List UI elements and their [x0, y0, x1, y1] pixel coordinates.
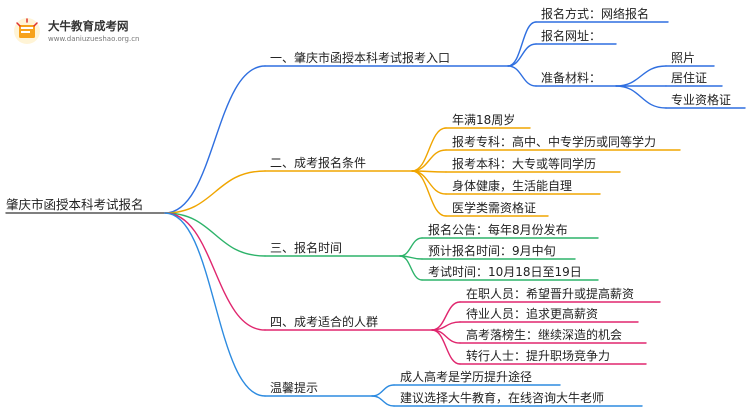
branch-2-item-5-connector — [411, 170, 447, 217]
branch-4-item-2: 待业人员：追求更高薪资 — [466, 307, 599, 321]
branch-1-item-2: 报名网址： — [541, 29, 602, 43]
branch-4-item-4-connector — [431, 329, 461, 365]
branch-5-item-2-connector — [371, 395, 395, 407]
logo: 大牛教育成考网 www.daniuzueshao.org.cn — [12, 15, 162, 51]
branch-2-item-4: 身体健康，生活能自理 — [452, 179, 573, 193]
root-topic: 肇庆市函授本科考试报名 — [6, 197, 144, 212]
branch-2-label: 二、成考报名条件 — [270, 156, 367, 170]
branch-4-item-1: 在职人员：希望晋升或提高薪资 — [466, 287, 635, 301]
branch-1-material-1-connector — [615, 65, 667, 87]
branch-3-label: 三、报名时间 — [270, 241, 343, 255]
branch-5-label: 温馨提示 — [270, 381, 319, 395]
branch-3-item-3-connector — [399, 255, 423, 281]
branch-1-material-3: 专业资格证 — [671, 93, 732, 107]
branch-5-item-2: 建议选择大牛教育，在线咨询大牛老师 — [400, 391, 605, 405]
branch-1-material-2: 居住证 — [671, 71, 708, 85]
branch-4-label: 四、成考适合的人群 — [270, 315, 379, 329]
logo-name: 大牛教育成考网 — [48, 19, 129, 33]
branch-2-connector — [164, 170, 266, 214]
branch-3-item-1: 报名公告：每年8月份发布 — [428, 223, 568, 237]
branch-1-item-1-connector — [507, 21, 537, 67]
branch-2-item-1: 年满18周岁 — [452, 113, 516, 127]
branch-5-item-1-connector — [371, 384, 395, 397]
branch-3-item-1-connector — [399, 237, 423, 257]
branch-2-item-2-connector — [411, 149, 447, 172]
branch-3-item-3: 考试时间：10月18日至19日 — [428, 265, 582, 279]
branch-1-item-2-connector — [507, 43, 537, 67]
branch-5-connector — [164, 212, 266, 397]
branch-1-material-3-connector — [615, 85, 667, 109]
branch-4-item-3: 高考落榜生：继续深造的机会 — [466, 328, 623, 342]
branch-5-item-1: 成人高考是学历提升途径 — [400, 370, 533, 384]
branch-2-item-1-connector — [411, 127, 447, 172]
branch-2-item-2: 报考专科：高中、中专学历或同等学力 — [452, 135, 657, 149]
branch-1-material-1: 照片 — [671, 51, 696, 65]
branch-2-item-5: 医学类需资格证 — [452, 201, 537, 215]
logo-url: www.daniuzueshao.org.cn — [48, 35, 140, 43]
branch-3-connector — [164, 212, 266, 257]
branch-1-item-3: 准备材料： — [541, 71, 602, 85]
branch-1-item-3-connector — [507, 65, 537, 87]
branch-1-item-1: 报名方式：网络报名 — [541, 7, 650, 21]
branch-3-item-2: 预计报名时间：9月中旬 — [428, 244, 556, 258]
branch-2-item-3: 报考本科：大专或等同学历 — [452, 157, 597, 171]
branch-1-connector — [164, 65, 266, 214]
book-logo-icon — [14, 18, 40, 44]
branch-4-connector — [164, 212, 266, 331]
branch-2-item-4-connector — [411, 170, 447, 195]
branch-1-label: 一、肇庆市函授本科考试报考入口 — [270, 51, 451, 65]
branch-4-item-4: 转行人士：提升职场竞争力 — [466, 349, 611, 363]
